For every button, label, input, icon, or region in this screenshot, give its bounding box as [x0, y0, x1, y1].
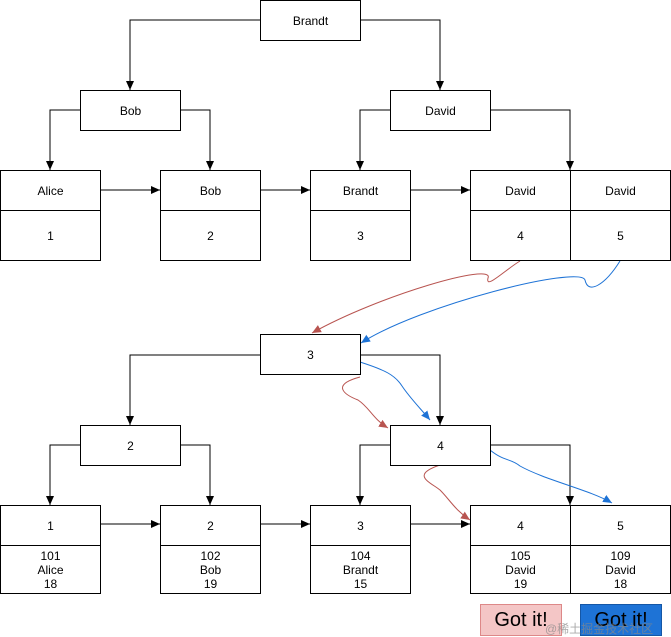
top-leaf-value: 2 — [160, 210, 261, 261]
top-internal-node-bob: Bob — [80, 90, 181, 131]
red-path-1 — [311, 260, 521, 334]
top-leaf-value: 1 — [0, 210, 101, 261]
record-id: 109 — [610, 548, 631, 563]
top-root-node: Brandt — [260, 0, 361, 41]
bottom-leaf-key: 5 — [570, 505, 671, 546]
edge-root-left — [126, 19, 260, 90]
bottom-internal-node-2: 2 — [80, 425, 181, 466]
top-leaf-value: 5 — [570, 210, 671, 261]
record-age: 19 — [513, 576, 528, 591]
top-leaf-key: Brandt — [310, 170, 411, 211]
edge-root-right — [360, 19, 444, 90]
bottom-internal-node-4: 4 — [390, 425, 491, 466]
edge-david-right — [490, 109, 574, 170]
record-name: Brandt — [342, 562, 379, 577]
record-name: Bob — [199, 562, 222, 577]
edge-node2-left — [46, 444, 80, 505]
bottom-leaf-key: 4 — [470, 505, 571, 546]
edge-node2-right — [180, 444, 214, 505]
record-id: 105 — [510, 548, 531, 563]
top-leaf-key: David — [470, 170, 571, 211]
bottom-leaf-record: 105 David 19 — [470, 545, 571, 594]
edge-root3-left — [126, 354, 260, 425]
blue-path-3 — [489, 449, 613, 504]
top-leaf-key: David — [570, 170, 671, 211]
edge-root3-right — [360, 354, 444, 425]
watermark-text: @稀土掘金技术社区 — [545, 622, 654, 636]
top-internal-node-david: David — [390, 90, 491, 131]
bottom-leaf-record: 101 Alice 18 — [0, 545, 101, 594]
record-age: 18 — [613, 576, 628, 591]
record-name: David — [505, 562, 536, 577]
record-id: 102 — [200, 548, 221, 563]
edge-david-left — [356, 109, 390, 170]
top-leaf-key: Bob — [160, 170, 261, 211]
top-leaf-key: Alice — [0, 170, 101, 211]
record-name: David — [605, 562, 636, 577]
edge-bob-left — [46, 109, 80, 170]
record-age: 18 — [43, 576, 58, 591]
blue-path-1 — [360, 260, 621, 344]
top-leaf-value: 3 — [310, 210, 411, 261]
edge-bob-right — [180, 109, 214, 170]
blue-path-2 — [359, 361, 431, 421]
record-id: 101 — [40, 548, 61, 563]
edge-node4-right — [490, 444, 574, 505]
red-path-3 — [423, 464, 471, 521]
record-age: 15 — [353, 576, 368, 591]
red-path-2 — [342, 376, 389, 429]
got-it-button-secondary[interactable]: Got it! — [480, 604, 562, 636]
top-leaf-value: 4 — [470, 210, 571, 261]
record-id: 104 — [350, 548, 371, 563]
bottom-leaf-record: 102 Bob 19 — [160, 545, 261, 594]
bottom-leaf-record: 109 David 18 — [570, 545, 671, 594]
bottom-leaf-key: 3 — [310, 505, 411, 546]
edge-node4-left — [356, 444, 390, 505]
record-name: Alice — [37, 562, 64, 577]
bottom-leaf-key: 1 — [0, 505, 101, 546]
record-age: 19 — [203, 576, 218, 591]
bottom-leaf-record: 104 Brandt 15 — [310, 545, 411, 594]
bottom-root-node: 3 — [260, 334, 361, 375]
bottom-leaf-key: 2 — [160, 505, 261, 546]
got-it-button-primary[interactable]: Got it! — [580, 604, 662, 636]
